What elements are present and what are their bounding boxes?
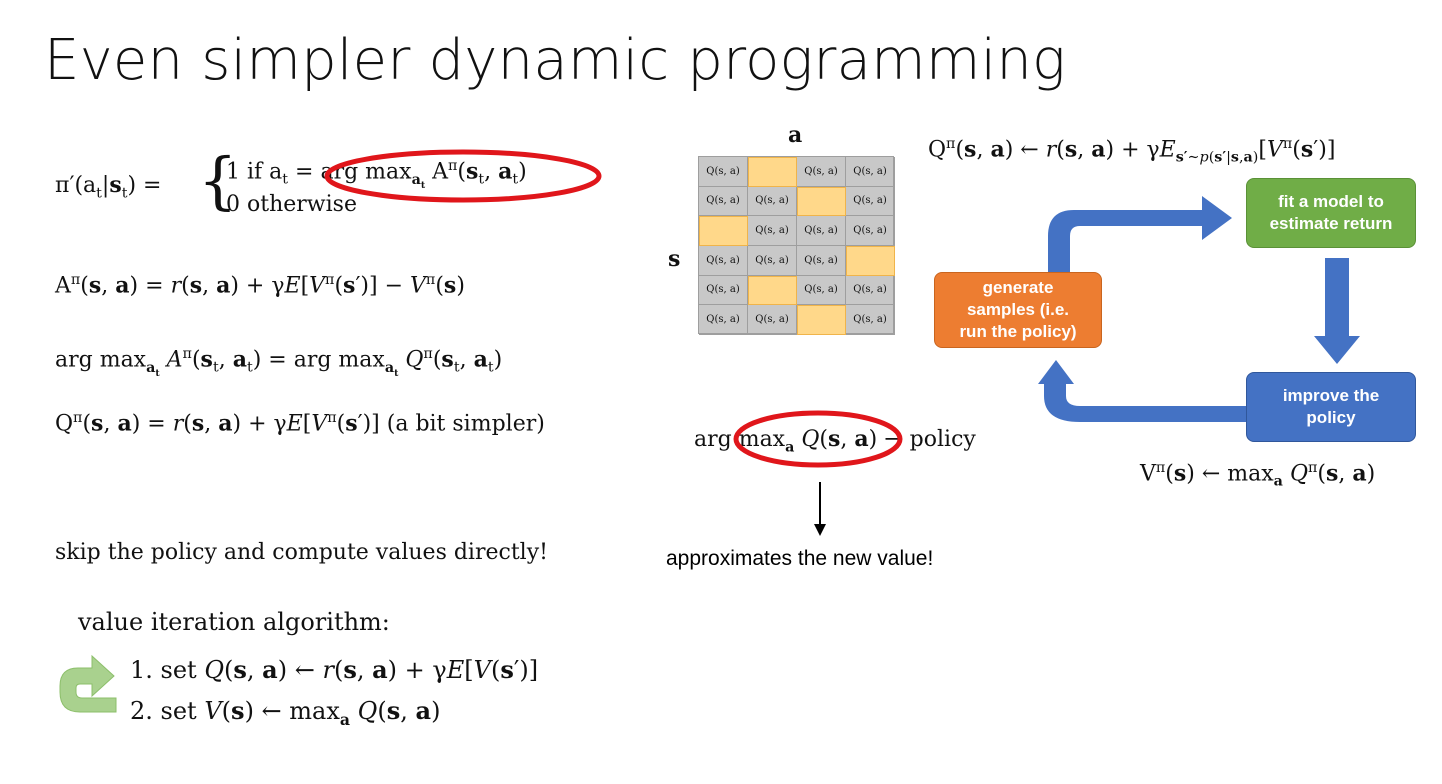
vi-step-2: 2. set V(s) ← maxa Q(s, a) <box>130 696 441 729</box>
q-cell: Q(s, a) <box>846 157 895 187</box>
annotation-text: approximates the new value! <box>666 547 934 570</box>
policy-case-2: 0 otherwise <box>226 192 357 217</box>
advantage-equation: Aπ(s, a) = r(s, a) + γE[Vπ(s′)] − Vπ(s) <box>55 272 465 299</box>
argmax-equation: arg maxat Aπ(st, at) = arg maxat Qπ(st, … <box>55 346 503 379</box>
q-cell: Q(s, a) <box>699 186 748 217</box>
q-cell: Q(s, a) <box>846 305 895 335</box>
arrow-improve-to-generate <box>1038 360 1248 422</box>
q-update-equation: Qπ(s, a) ← r(s, a) + γEs′∼p(s′|s,a)[Vπ(s… <box>928 136 1336 166</box>
q-cell-selected <box>846 245 895 276</box>
policy-equation-lhs: π′(at|st) = <box>55 172 162 202</box>
q-cell: Q(s, a) <box>748 186 797 217</box>
down-arrow-icon <box>814 482 826 536</box>
loop-arrow-icon <box>59 654 117 713</box>
brace: { <box>198 144 238 217</box>
q-cell: Q(s, a) <box>846 216 895 246</box>
q-equation: Qπ(s, a) = r(s, a) + γE[Vπ(s′)] (a bit s… <box>55 410 545 437</box>
q-cell: Q(s, a) <box>748 245 797 276</box>
vi-step-1: 1. set Q(s, a) ← r(s, a) + γE[V(s′)] <box>130 655 539 684</box>
q-cell: Q(s, a) <box>699 245 748 276</box>
q-cell: Q(s, a) <box>699 157 748 187</box>
q-cell-selected <box>748 275 797 306</box>
q-cell: Q(s, a) <box>797 216 846 246</box>
generate-samples-box: generate samples (i.e. run the policy) <box>934 272 1102 348</box>
fit-model-box: fit a model to estimate return <box>1246 178 1416 248</box>
skip-text: skip the policy and compute values direc… <box>55 540 548 565</box>
q-cell: Q(s, a) <box>846 186 895 217</box>
grid-col-label: a <box>788 122 803 148</box>
grid-row-label: s <box>668 246 681 272</box>
red-ellipse-left <box>324 149 602 203</box>
q-cell: Q(s, a) <box>797 275 846 306</box>
q-cell-selected <box>797 305 846 335</box>
vi-title: value iteration algorithm: <box>78 608 390 636</box>
slide-title: Even simpler dynamic programming <box>44 28 1066 93</box>
v-update-equation: Vπ(s) ← maxa Qπ(s, a) <box>1140 460 1376 490</box>
q-cell: Q(s, a) <box>748 305 797 335</box>
q-cell: Q(s, a) <box>699 305 748 335</box>
q-cell: Q(s, a) <box>748 216 797 246</box>
policy-case-1: 1 if at = arg maxat Aπ(st, at) <box>226 158 527 191</box>
arrow-generate-to-fit <box>1048 196 1232 276</box>
q-cell: Q(s, a) <box>846 275 895 306</box>
red-ellipse-middle <box>733 410 903 468</box>
q-cell-selected <box>797 186 846 217</box>
q-cell-selected <box>748 157 797 187</box>
arrow-fit-to-improve <box>1314 258 1360 364</box>
improve-policy-box: improve the policy <box>1246 372 1416 442</box>
q-cell: Q(s, a) <box>797 157 846 187</box>
q-table: Q(s, a)Q(s, a)Q(s, a)Q(s, a)Q(s, a)Q(s, … <box>698 156 895 335</box>
q-cell-selected <box>699 216 748 246</box>
q-cell: Q(s, a) <box>797 245 846 276</box>
q-cell: Q(s, a) <box>699 275 748 306</box>
